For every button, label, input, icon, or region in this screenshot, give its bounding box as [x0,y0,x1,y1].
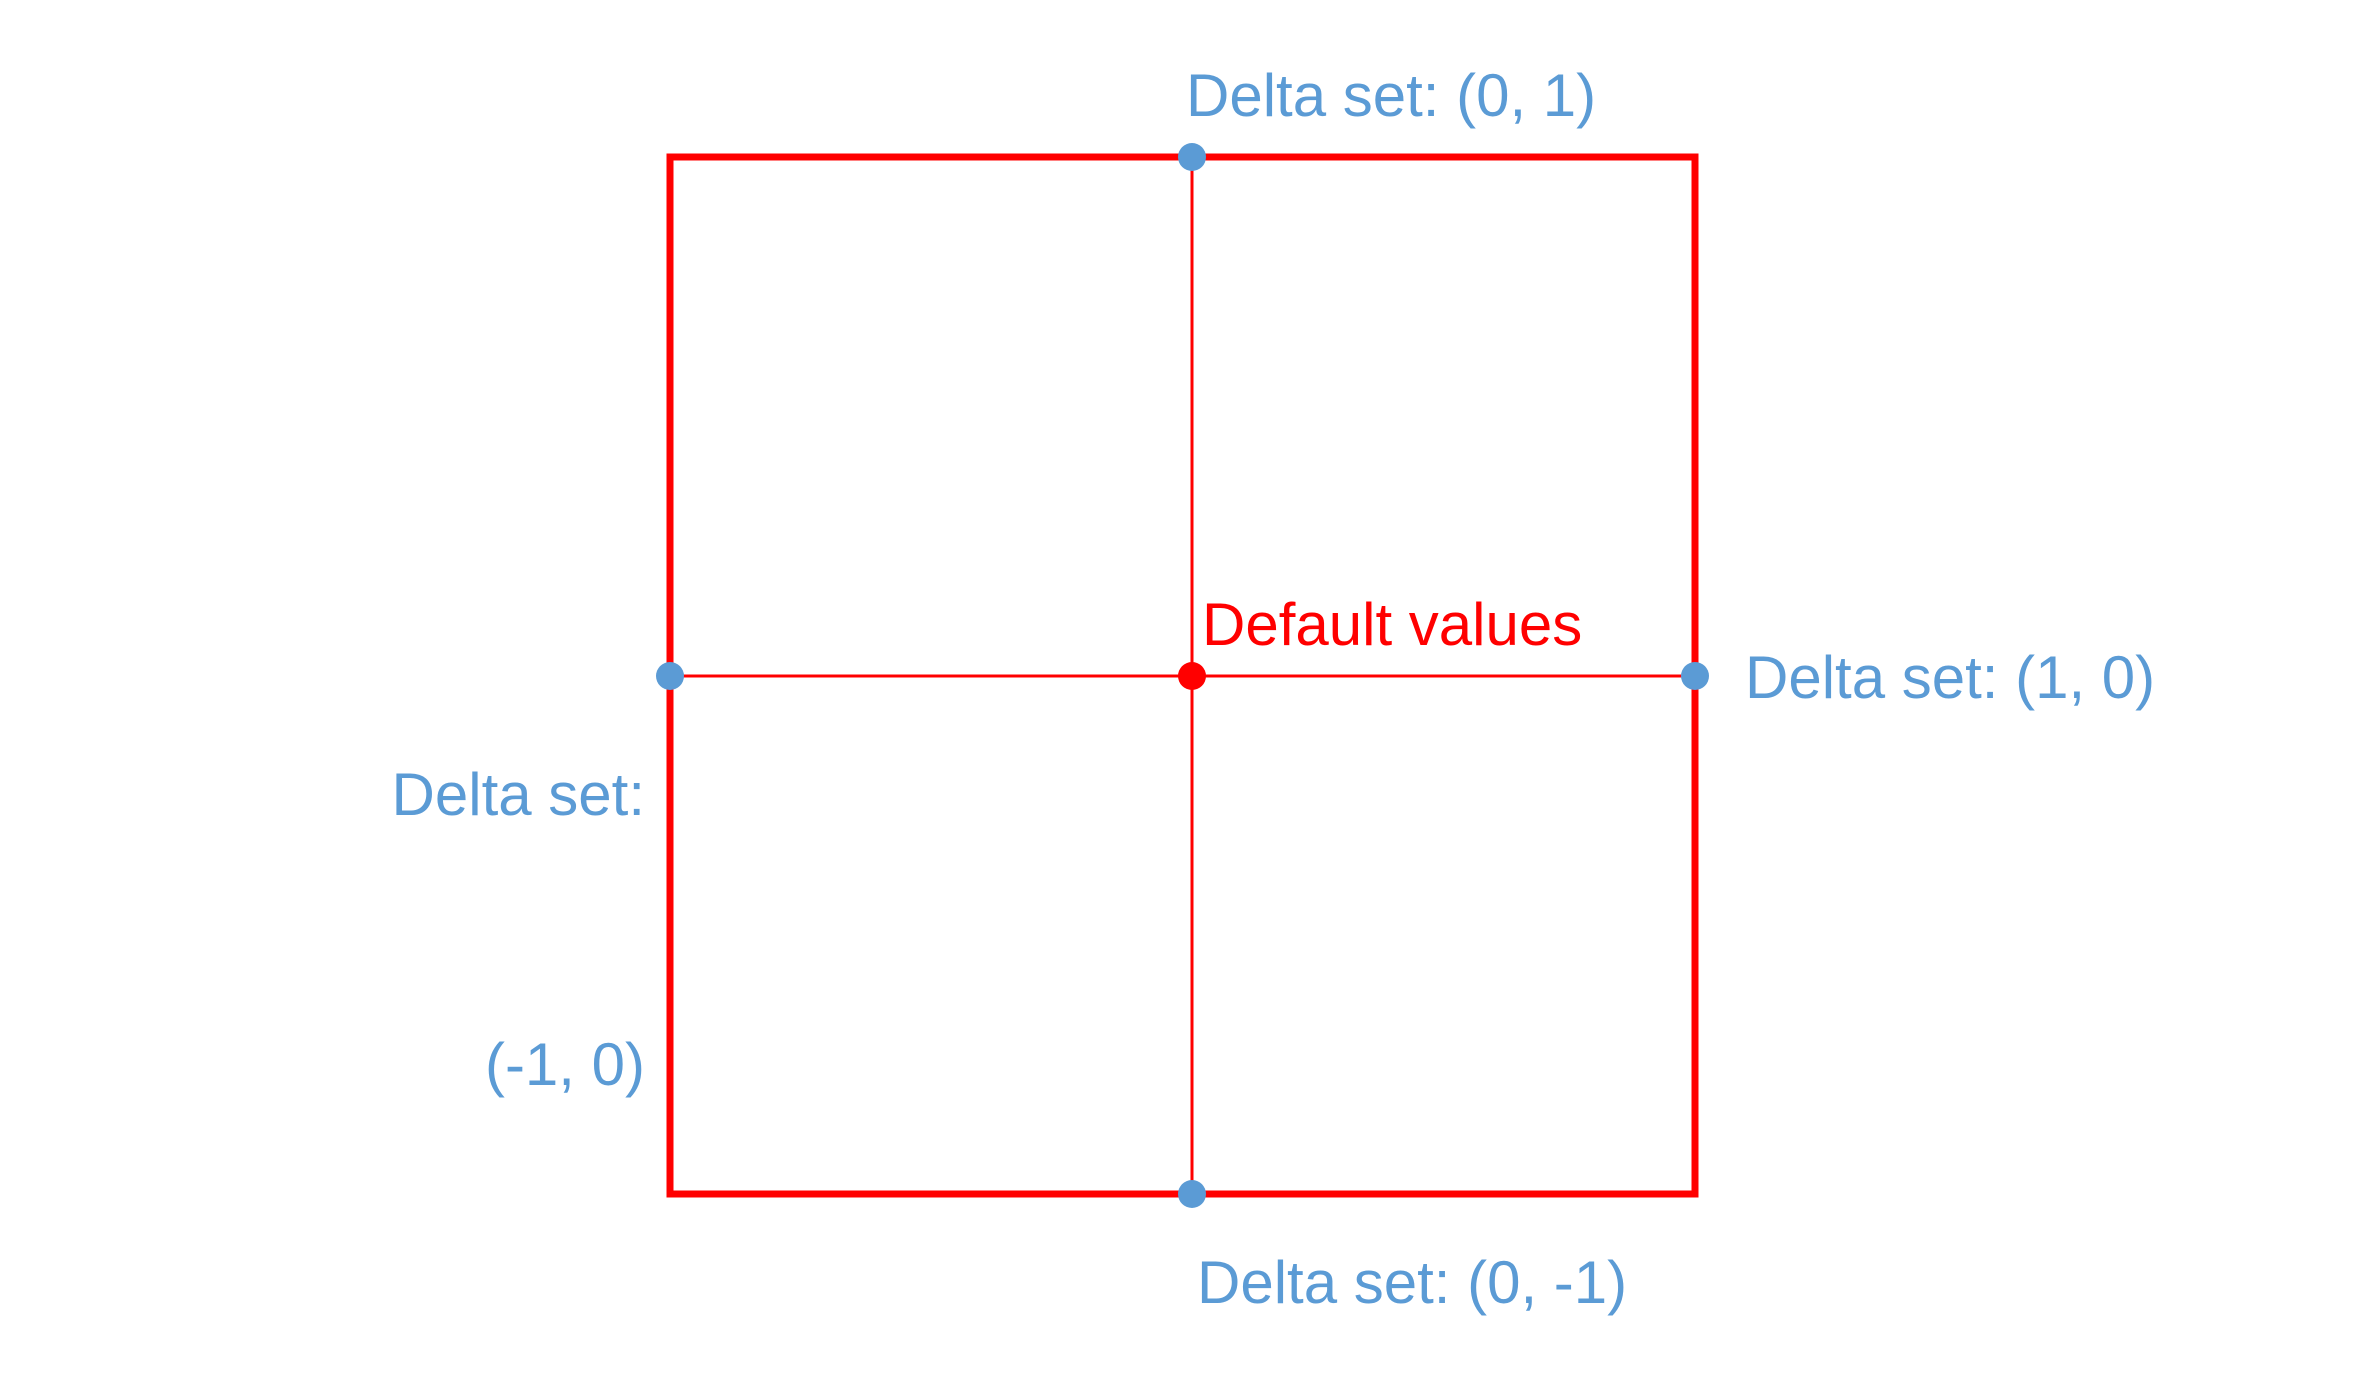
label-delta-left-line2: (-1, 0) [484,1031,645,1098]
label-delta-left-line1: Delta set: [391,761,645,828]
label-delta-bottom: Delta set: (0, -1) [1197,1249,1628,1316]
right-midpoint-dot [1681,662,1709,690]
label-delta-left: Delta set: (-1, 0) [392,570,645,1290]
label-delta-top: Delta set: (0, 1) [1186,62,1597,129]
left-midpoint-dot [656,662,684,690]
center-dot [1178,662,1206,690]
bottom-midpoint-dot [1178,1180,1206,1208]
top-midpoint-dot [1178,143,1206,171]
label-delta-right: Delta set: (1, 0) [1745,644,2156,711]
label-default-values: Default values [1202,591,1583,658]
